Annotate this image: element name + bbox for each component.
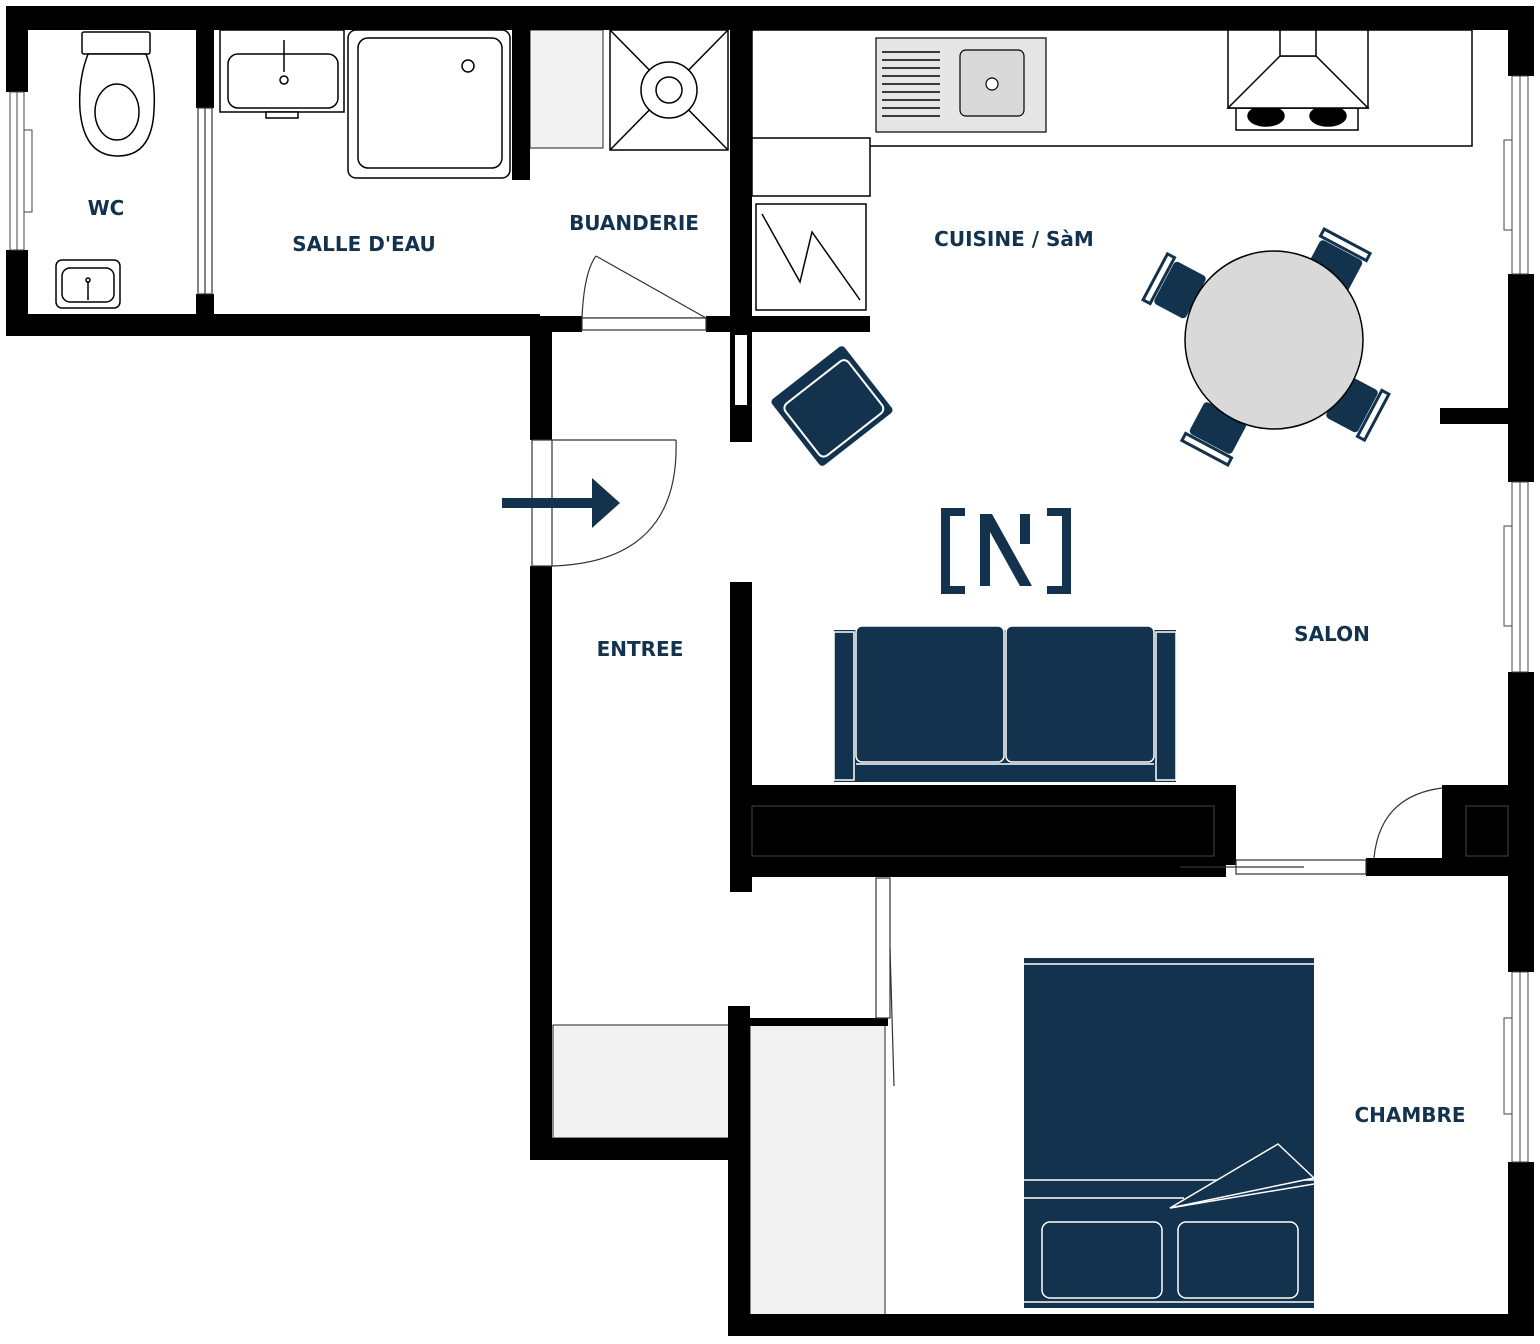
armchair-icon [771, 346, 893, 466]
room-label-entree: ENTREE [597, 637, 684, 661]
column-inner [1465, 805, 1509, 857]
windows [9, 75, 1529, 1163]
cuisine-partition-stub [733, 333, 749, 407]
closet-chambre [749, 1024, 886, 1316]
walls [6, 6, 1534, 1336]
sofa-icon [833, 625, 1177, 782]
shower-icon [347, 29, 511, 179]
stove-hood-icon [1226, 29, 1370, 131]
room-label-wc: WC [88, 196, 125, 220]
buanderie-cabinet [529, 29, 604, 149]
closet-entree [552, 1024, 730, 1139]
doors [197, 107, 1443, 1087]
bathroom-sink-icon [219, 29, 345, 119]
fridge-icon [755, 203, 867, 311]
room-label-cuisine: CUISINE / SàM [934, 227, 1094, 251]
room-label-buanderie: BUANDERIE [569, 211, 699, 235]
washing-machine-icon [609, 29, 729, 151]
wc-sink-icon [55, 259, 121, 309]
kitchen-sink-icon [875, 37, 1047, 133]
kitchen-counter-return [751, 137, 871, 197]
room-label-chambre: CHAMBRE [1354, 1103, 1465, 1127]
brand-logo [941, 508, 1071, 594]
dining-table [1141, 227, 1391, 467]
room-label-salle-deau: SALLE D'EAU [292, 232, 436, 256]
bed-icon [1024, 958, 1316, 1308]
room-label-salon: SALON [1294, 622, 1370, 646]
arrow-right-icon [502, 478, 620, 528]
divider-inner [751, 805, 1215, 857]
toilet-icon [78, 31, 156, 157]
